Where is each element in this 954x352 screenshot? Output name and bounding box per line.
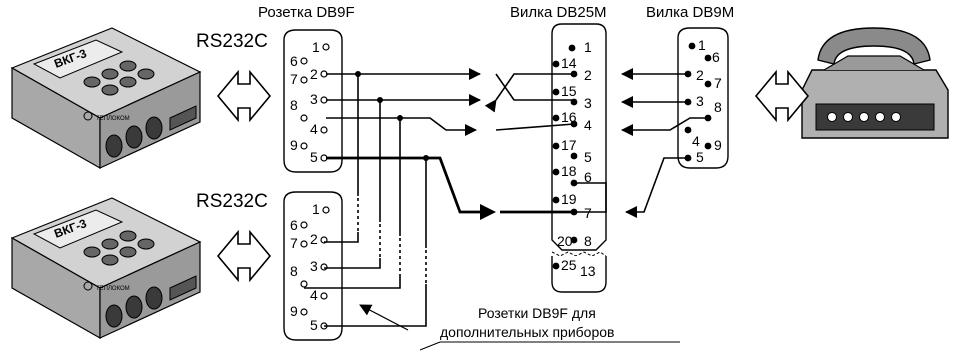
db9m-pin-5: 5 (696, 149, 704, 165)
db9f-bottom-pin-4: 4 (310, 287, 318, 303)
wire-db9f-pin5-arrowhead (480, 204, 496, 220)
db25m-pin-17: 17 (561, 137, 577, 153)
db25m-connector: 1 2 3 4 5 6 7 8 13 14 15 16 17 18 19 20 … (551, 23, 607, 293)
db9f-bottom-pin-6: 6 (290, 217, 298, 233)
wire-db9m-pin8 (621, 117, 708, 136)
db25m-jumper-6-7 (574, 182, 607, 213)
db25m-pin-14: 14 (561, 55, 577, 71)
wire-db9f-pin5 (326, 156, 480, 214)
db9m-pin-9: 9 (714, 137, 722, 153)
db9f-bottom-pin-9: 9 (290, 303, 298, 319)
db25m-pin-20: 20 (557, 233, 573, 249)
db9m-connector: 1 6 2 7 3 8 4 9 5 (677, 27, 729, 169)
label-socket-db9f: Розетка DB9F (258, 4, 355, 21)
bottom-pin2-wire (324, 232, 359, 243)
db25m-pin-6: 6 (584, 169, 592, 185)
db9f-bottom-pin-8: 8 (290, 263, 298, 279)
bottom-pin5-wire (324, 284, 427, 327)
device-bottom-brand: ТЕПЛОКОМ (96, 286, 130, 292)
wire-db9m-pin5 (625, 157, 688, 218)
bottom-pin3-wire (324, 258, 381, 269)
db9f-top-connector: 1 6 7 2 8 3 4 9 5 (283, 29, 343, 173)
db9f-bottom-pin-7: 7 (290, 235, 298, 251)
bottom-pin8-wire (304, 276, 401, 289)
label-plug-db25m: Вилка DB25M (510, 4, 607, 21)
device-top: ВКГ-3 ТЕПЛОКОМ (10, 27, 202, 170)
db9f-bottom-pin-3: 3 (310, 258, 318, 274)
db25m-pin-13: 13 (580, 263, 596, 279)
db9f-bottom-pin-5: 5 (310, 317, 318, 333)
double-arrow-left-top (216, 69, 272, 123)
db9m-pin-1: 1 (698, 37, 706, 53)
db9f-bottom-pin-2: 2 (310, 231, 318, 247)
device-top-brand: ТЕПЛОКОМ (96, 116, 130, 122)
db25m-pin-8: 8 (584, 233, 592, 249)
label-extra-line2: дополнительных приборов (440, 324, 614, 340)
db9m-pin-2: 2 (696, 67, 704, 83)
label-rs232-top: RS232C (196, 31, 268, 52)
db25m-pin-25: 25 (561, 257, 577, 273)
cross-b (495, 73, 574, 101)
db9f-top-pin-4: 4 (310, 121, 318, 137)
db9m-pin-8: 8 (714, 99, 722, 115)
extra-label-leader (419, 341, 441, 351)
label-plug-db9m: Вилка DB9M (646, 4, 734, 21)
wiring (304, 68, 708, 327)
label-rs232-bottom: RS232C (196, 191, 268, 212)
db9f-top-pin-2: 2 (310, 66, 318, 82)
cross-a (484, 73, 574, 113)
db25m-pin-18: 18 (561, 163, 577, 179)
db25m-pin-19: 19 (561, 191, 577, 207)
double-arrow-right (754, 69, 810, 123)
db25m-pin-2: 2 (584, 67, 592, 83)
db9f-top-pin-3: 3 (310, 91, 318, 107)
db9f-top-pin-8: 8 (290, 97, 298, 113)
db9m-pin-7: 7 (714, 75, 722, 91)
db25m-pin-7: 7 (584, 205, 592, 221)
db25-pin4-link (495, 123, 575, 131)
db9f-top-pin-1: 1 (312, 39, 320, 55)
db9f-top-pin-9: 9 (290, 137, 298, 153)
db9f-bottom-connector: 1 6 7 2 8 3 4 9 5 (283, 191, 343, 341)
device-bottom: ВКГ-3 ТЕПЛОКОМ (10, 197, 202, 340)
db25m-pin-15: 15 (561, 83, 577, 99)
db25m-pin-16: 16 (561, 109, 577, 125)
db25m-pin-5: 5 (584, 149, 592, 165)
db25m-pin-4: 4 (584, 117, 592, 133)
db25m-pin-3: 3 (584, 95, 592, 111)
db9f-top-pin-6: 6 (290, 53, 298, 69)
telephone-modem (801, 27, 949, 139)
db9f-top-pin-7: 7 (290, 71, 298, 87)
db9f-bottom-pin-1: 1 (312, 201, 320, 217)
db9f-top-pin-5: 5 (310, 149, 318, 165)
db9m-pin-3: 3 (696, 93, 704, 109)
double-arrow-left-bottom (216, 229, 272, 283)
db9m-pin-6: 6 (712, 49, 720, 65)
wire-db9f-pin8 (326, 117, 477, 136)
db25m-pin-1: 1 (584, 39, 592, 55)
label-extra-line1: Розетки DB9F для (478, 305, 596, 321)
db9m-pin-4: 4 (692, 133, 700, 149)
